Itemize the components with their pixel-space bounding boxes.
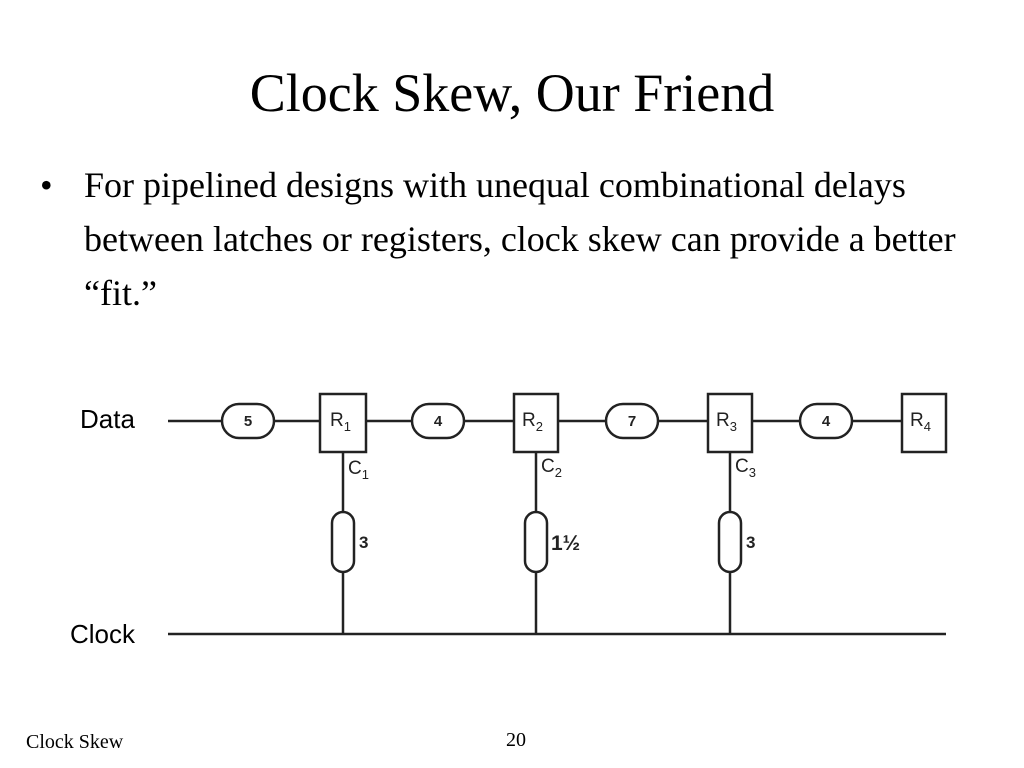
clock-delay-value: 1½ [551, 532, 580, 555]
clock-delay-oval [330, 510, 356, 574]
bullet-item: • For pipelined designs with unequal com… [40, 158, 980, 320]
data-label: Data [80, 404, 135, 434]
register-box [706, 392, 754, 454]
register-label: R2 [522, 410, 543, 434]
register-labels: R1 R2 R3 R4 [330, 410, 931, 434]
clock-node-label: C3 [735, 456, 756, 480]
delay-oval [604, 402, 660, 440]
page-number: 20 [506, 729, 526, 751]
register-label: R3 [716, 410, 737, 434]
clock-node-label: C2 [541, 456, 562, 480]
clock-delay-oval [523, 510, 549, 574]
pipeline-circuit: 5 4 7 4 R1 R2 R3 R4 C1 C2 C3 [70, 392, 948, 649]
clock-delay-value: 3 [746, 533, 755, 552]
footer-title: Clock Skew [26, 731, 124, 753]
delay-values: 5 4 7 4 [244, 413, 831, 430]
delay-value: 4 [822, 413, 831, 430]
slide-title: Clock Skew, Our Friend [249, 63, 775, 123]
register-label: R4 [910, 410, 931, 434]
clock-node-label: C1 [348, 458, 369, 482]
delay-oval [220, 402, 276, 440]
bullet-dot: • [40, 165, 53, 205]
register-boxes [318, 392, 948, 454]
register-box [900, 392, 948, 454]
bullet-text: For pipelined designs with unequal combi… [84, 165, 956, 313]
register-label: R1 [330, 410, 351, 434]
clock-label: Clock [70, 619, 136, 649]
clock-branches [341, 452, 732, 634]
delay-oval [798, 402, 854, 440]
delay-ovals [220, 402, 854, 440]
clock-node-labels: C1 C2 C3 [348, 456, 756, 482]
register-box [318, 392, 368, 454]
delay-value: 7 [628, 413, 636, 430]
clock-delay-values: 3 1½ 3 [359, 532, 755, 555]
register-box [512, 392, 560, 454]
clock-delay-value: 3 [359, 533, 368, 552]
clock-delay-oval [717, 510, 743, 574]
delay-value: 5 [244, 413, 252, 430]
clock-skew-diagram: 5 4 7 4 R1 R2 R3 R4 C1 C2 C3 [0, 360, 1024, 680]
delay-oval [410, 402, 466, 440]
clock-delay-ovals [330, 510, 743, 574]
delay-value: 4 [434, 413, 443, 430]
